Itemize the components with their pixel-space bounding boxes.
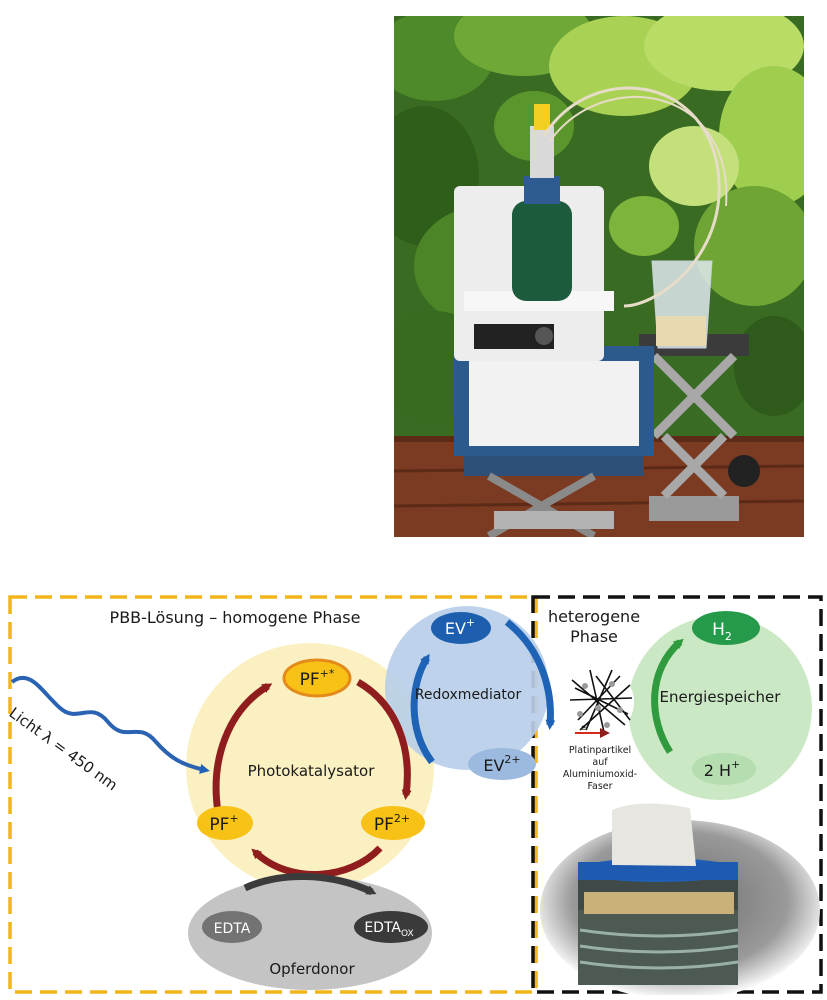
catalyst-label-4: Faser [587, 781, 612, 792]
mediator-label: Redoxmediator [415, 687, 522, 703]
tubing [542, 86, 721, 308]
mediator-zone [385, 606, 549, 770]
vial-photo [540, 803, 820, 995]
homogeneous-title: PBB-Lösung – homogene Phase [110, 608, 361, 627]
platinum-fiber-icon: e [566, 668, 634, 738]
light-wave [10, 675, 210, 774]
pf-ground-node: PF+ [197, 806, 253, 840]
svg-text:PF2+: PF2+ [374, 812, 410, 835]
svg-text:PF+*: PF+* [300, 667, 335, 690]
svg-text:EDTAOX: EDTAOX [364, 920, 413, 939]
svg-text:EV+: EV+ [445, 616, 475, 638]
pf-ground-main: PF [209, 815, 229, 835]
h2-main: H [712, 620, 725, 640]
process-diagram: PBB-Lösung – homogene Phase heterogene P… [6, 595, 823, 995]
ev-reduced-sup: 2+ [504, 753, 520, 766]
proton-main: 2 H [704, 761, 731, 780]
pf-reduced-node: PF2+ [361, 806, 425, 840]
edta-ox-node [354, 911, 428, 943]
storage-zone [628, 616, 812, 800]
storage-label: Energiespeicher [660, 688, 782, 706]
arrow-mediator-down [504, 619, 556, 730]
reactor-bottle [512, 104, 572, 301]
pf-reduced-sup: 2+ [394, 812, 410, 825]
svg-text:PF+: PF+ [209, 812, 238, 835]
donor-label: Opferdonor [269, 960, 355, 978]
pf-excited-sup: +* [320, 667, 335, 680]
photocatalyst-label: Photokatalysator [248, 762, 376, 780]
edta-label: EDTA [214, 921, 251, 937]
heterogeneous-title-line1: heterogene [548, 607, 640, 626]
tubing-2 [549, 96, 728, 207]
svg-text:H2: H2 [712, 620, 732, 643]
electron-label: e [581, 723, 586, 732]
arrow-mediator-up [410, 653, 435, 765]
proton-sup: + [731, 758, 740, 771]
lab-jack-right [639, 334, 760, 521]
edta-ox-sub: OX [401, 929, 414, 939]
ev-oxidized-sup: + [466, 616, 475, 629]
pf-excited-main: PF [300, 670, 320, 690]
arrow-donor [243, 873, 377, 896]
beaker [651, 260, 713, 349]
catalyst-label-3: Aluminiumoxid- [563, 769, 637, 780]
arrow-storage-up [651, 638, 684, 754]
svg-text:2 H+: 2 H+ [704, 758, 741, 780]
h2-sub: 2 [725, 630, 732, 643]
proton-node: 2 H+ [692, 753, 756, 785]
ev-reduced-main: EV [483, 756, 504, 775]
arrow-reduce [356, 678, 412, 800]
catalyst-label-1: Platinpartikel [569, 745, 631, 756]
catalyst-label-2: auf [592, 757, 608, 768]
ev-reduced-node: EV2+ [468, 748, 536, 780]
pf-reduced-main: PF [374, 815, 394, 835]
donor-zone [188, 876, 432, 990]
pf-ground-sup: + [229, 812, 238, 825]
ev-oxidized-main: EV [445, 619, 466, 638]
pf-excited-node: PF+* [282, 658, 352, 698]
heterogeneous-title-line2: Phase [570, 627, 618, 646]
edta-node [202, 911, 262, 943]
svg-text:EV2+: EV2+ [483, 753, 520, 775]
ev-oxidized-node: EV+ [431, 612, 491, 644]
arrow-excite [212, 683, 273, 813]
h2-node: H2 [692, 611, 760, 645]
edta-ox-main: EDTA [364, 920, 401, 936]
homogeneous-phase-border [8, 595, 538, 994]
reactor-photo [394, 16, 804, 537]
